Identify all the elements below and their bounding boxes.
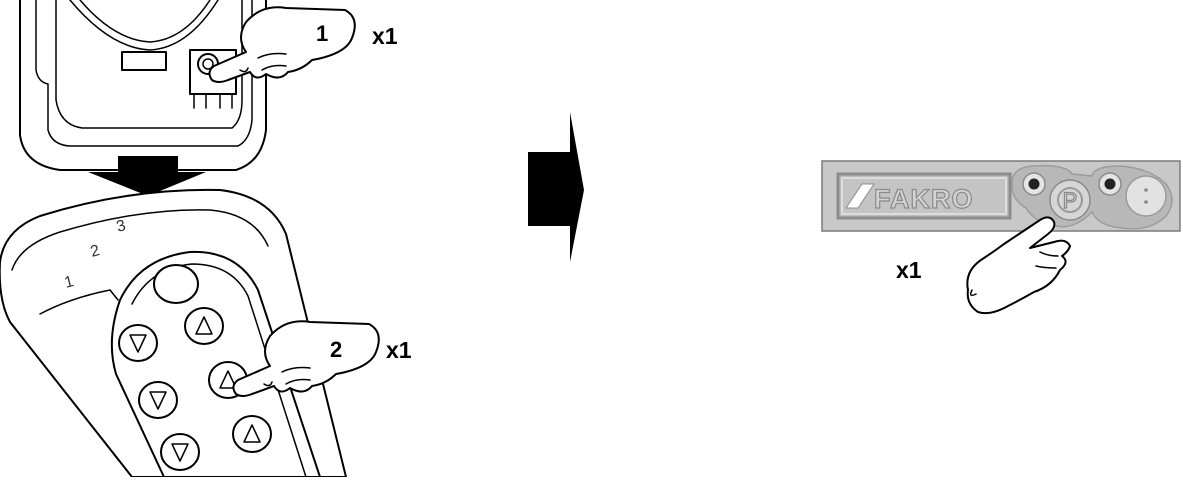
down-button-1[interactable] xyxy=(119,325,157,361)
panel-logo: FAKRO xyxy=(874,184,974,214)
program-button[interactable]: P xyxy=(1050,180,1090,220)
step-1-number: 1 xyxy=(316,21,328,46)
up-button-1[interactable] xyxy=(185,308,223,344)
remote-back-cover xyxy=(20,0,266,170)
up-button-3[interactable] xyxy=(233,416,271,452)
step-1-multiplier: x1 xyxy=(372,23,398,49)
secondary-button[interactable] xyxy=(1126,176,1166,216)
program-button-label: P xyxy=(1063,188,1078,213)
down-button-2[interactable] xyxy=(139,382,177,418)
step-2-multiplier: x1 xyxy=(386,337,412,363)
down-button-3[interactable] xyxy=(161,434,199,470)
step-2-number: 2 xyxy=(330,337,342,362)
stop-button[interactable] xyxy=(154,265,198,303)
hand-icon xyxy=(967,217,1070,313)
arrow-right-icon xyxy=(528,112,584,262)
panel-multiplier: x1 xyxy=(896,257,922,283)
